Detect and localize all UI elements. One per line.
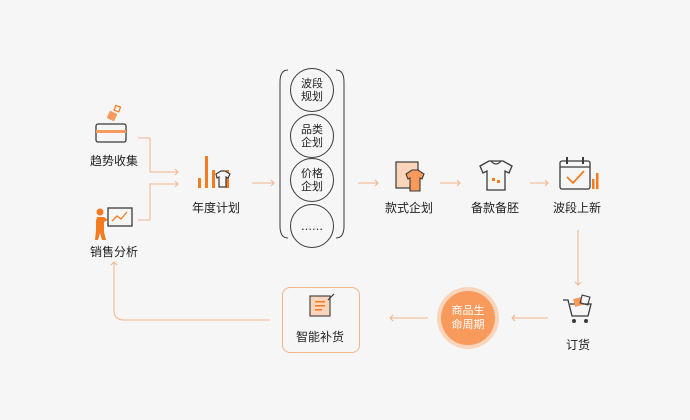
category-planning-line1: 品类 xyxy=(301,123,323,136)
annual-plan-label: 年度计划 xyxy=(191,201,241,215)
lifecycle-line2: 命周期 xyxy=(451,318,485,331)
wallet-icon xyxy=(95,104,127,143)
presentation-icon xyxy=(95,207,133,240)
wave-planning-line2: 规划 xyxy=(301,90,323,103)
planning-bracket xyxy=(279,69,345,239)
tshirt-icon xyxy=(479,160,513,191)
connector-sales-annual xyxy=(138,183,178,221)
bar-chart-shirt-icon xyxy=(198,156,231,188)
category-planning-line2: 企划 xyxy=(301,136,323,149)
document-pen-icon xyxy=(309,293,335,317)
lifecycle-line1: 商品生 xyxy=(451,304,485,317)
blank-prep-label: 备款备胚 xyxy=(470,201,520,215)
wave-planning-circle: 波段 规划 xyxy=(290,68,334,112)
price-planning-line1: 价格 xyxy=(301,167,323,180)
product-lifecycle-circle: 商品生 命周期 xyxy=(441,291,495,345)
smart-replenish-label: 智能补货 xyxy=(295,330,345,344)
more-text: …… xyxy=(301,219,323,233)
connector-smart-sales xyxy=(113,262,270,321)
style-planning-label: 款式企划 xyxy=(384,201,434,215)
wave-launch-label: 波段上新 xyxy=(552,201,602,215)
connector-trend-annual xyxy=(138,137,178,173)
shopping-cart-icon xyxy=(563,294,592,323)
price-planning-line2: 企划 xyxy=(301,180,323,193)
category-planning-circle: 品类 企划 xyxy=(290,114,334,158)
sales-analysis-label: 销售分析 xyxy=(89,245,139,259)
document-shirt-icon xyxy=(395,161,425,192)
trend-collection-label: 趋势收集 xyxy=(89,154,139,168)
order-label: 订货 xyxy=(565,338,591,352)
calendar-check-icon xyxy=(559,157,599,190)
price-planning-circle: 价格 企划 xyxy=(290,158,334,202)
wave-planning-line1: 波段 xyxy=(301,77,323,90)
more-circle: …… xyxy=(290,204,334,248)
